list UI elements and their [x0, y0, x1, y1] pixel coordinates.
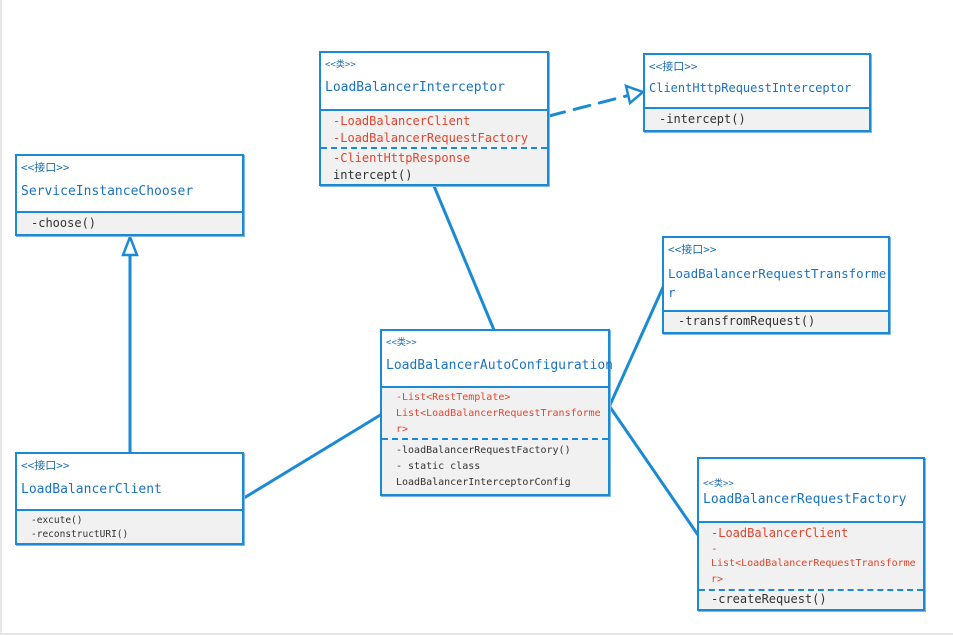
field: r> — [711, 574, 724, 585]
class-header: <<接口>> ServiceInstanceChooser — [17, 156, 242, 211]
method: intercept() — [333, 168, 413, 182]
class-header: <<接口>> ClientHttpRequestInterceptor — [645, 55, 869, 107]
method: -intercept() — [659, 112, 746, 126]
class-box-client-http-request-interceptor[interactable]: <<接口>> ClientHttpRequestInterceptor -int… — [643, 53, 871, 132]
class-box-load-balancer-interceptor[interactable]: <<类>> LoadBalancerInterceptor -LoadBalan… — [319, 51, 549, 186]
stereotype-label: <<接口>> — [21, 161, 70, 174]
class-box-load-balancer-client[interactable]: <<接口>> LoadBalancerClient -excute() -rec… — [15, 452, 244, 545]
stereotype-label: <<接口>> — [649, 60, 698, 73]
stereotype-label: <<接口>> — [21, 459, 70, 472]
generalization-arrowhead-icon — [121, 233, 139, 257]
class-box-load-balancer-request-factory[interactable]: <<类>> LoadBalancerRequestFactory -LoadBa… — [697, 457, 925, 611]
class-name: LoadBalancerClient — [21, 482, 162, 497]
class-header: <<类>> LoadBalancerInterceptor — [321, 53, 547, 109]
association-autoconfig-factory — [608, 405, 700, 537]
class-name-line: LoadBalancerRequestTransforme — [668, 266, 887, 281]
canvas-bottom-edge — [0, 633, 953, 635]
fields-section: -LoadBalancerClient -LoadBalancerRequest… — [321, 109, 547, 147]
field: List<LoadBalancerRequestTransforme — [396, 408, 601, 419]
stereotype-label: <<接口>> — [668, 243, 717, 256]
class-name: ClientHttpRequestInterceptor — [649, 81, 852, 95]
class-name-line: r — [668, 285, 676, 300]
canvas-left-edge — [0, 0, 2, 635]
fields-section: -List<RestTemplate> List<LoadBalancerReq… — [382, 386, 608, 438]
association-autoconfig-transformer — [608, 283, 666, 407]
class-header: <<接口>> LoadBalancerRequestTransforme r — [664, 238, 888, 310]
stereotype-label: <<类>> — [386, 338, 417, 348]
field: r> — [396, 424, 409, 435]
class-header: <<接口>> LoadBalancerClient — [17, 454, 242, 509]
method: -ClientHttpResponse — [333, 151, 471, 165]
stereotype-label: <<类>> — [703, 479, 734, 489]
methods-section: -createRequest() — [699, 589, 923, 609]
class-name: LoadBalancerInterceptor — [325, 80, 506, 95]
method: -loadBalancerRequestFactory() — [396, 445, 571, 456]
stereotype-label: <<类>> — [325, 60, 356, 70]
class-name: LoadBalancerAutoConfiguration — [386, 358, 613, 373]
method: LoadBalancerInterceptorConfig — [396, 477, 571, 488]
methods-section: -transfromRequest() — [664, 310, 888, 332]
method: -excute() — [31, 515, 83, 526]
method: -choose() — [31, 216, 97, 230]
methods-section: -choose() — [17, 211, 242, 234]
class-name: LoadBalancerRequestFactory — [703, 492, 907, 507]
realization-interceptor-to-http-interceptor — [547, 93, 632, 118]
class-box-service-instance-chooser[interactable]: <<接口>> ServiceInstanceChooser -choose() — [15, 154, 244, 236]
field: - — [711, 542, 718, 555]
class-box-load-balancer-auto-configuration[interactable]: <<类>> LoadBalancerAutoConfiguration -Lis… — [380, 329, 613, 496]
field: -LoadBalancerClient — [711, 526, 849, 540]
field: -LoadBalancerClient — [333, 114, 471, 128]
class-header: <<类>> LoadBalancerAutoConfiguration — [382, 331, 613, 386]
methods-section: -intercept() — [645, 107, 869, 130]
association-client-autoconfig — [242, 412, 384, 500]
class-header: <<类>> LoadBalancerRequestFactory — [699, 459, 923, 521]
method: -transfromRequest() — [678, 314, 816, 328]
field: -LoadBalancerRequestFactory — [333, 131, 529, 145]
fields-section: -LoadBalancerClient - List<LoadBalancerR… — [699, 521, 923, 589]
field: -List<RestTemplate> — [396, 392, 511, 403]
method: - static class — [396, 461, 481, 472]
association-interceptor-autoconfig — [432, 184, 496, 332]
methods-section: -ClientHttpResponse intercept() — [321, 147, 547, 184]
realization-arrowhead-icon — [624, 84, 646, 106]
method: -createRequest() — [711, 592, 827, 606]
class-name: ServiceInstanceChooser — [21, 184, 194, 199]
field: List<LoadBalancerRequestTransforme — [711, 558, 916, 569]
class-box-load-balancer-request-transformer[interactable]: <<接口>> LoadBalancerRequestTransforme r -… — [662, 236, 890, 334]
methods-section: -excute() -reconstructURI() — [17, 509, 242, 543]
methods-section: -loadBalancerRequestFactory() - static c… — [382, 438, 608, 494]
method: -reconstructURI() — [31, 529, 129, 540]
